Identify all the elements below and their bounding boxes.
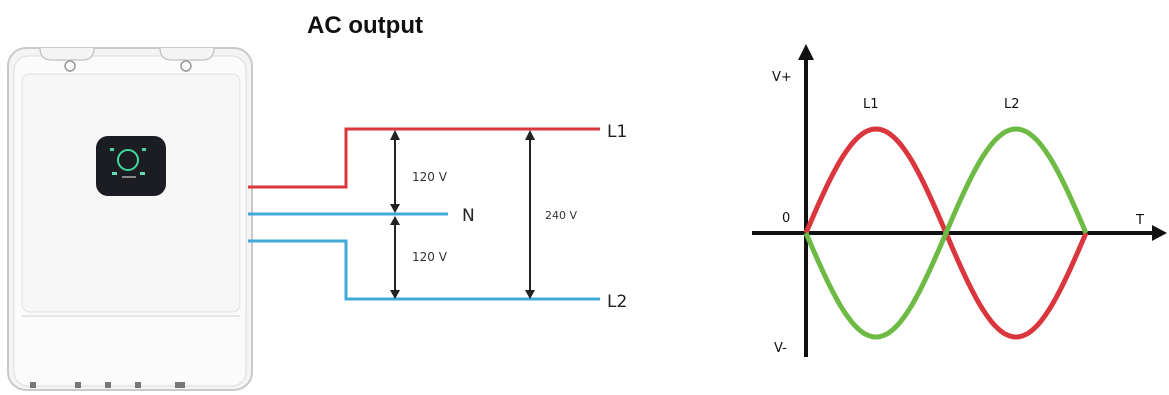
x-axis <box>752 225 1167 241</box>
voltage-l1-n: 120 V <box>412 170 448 184</box>
wiring-svg: L1 N L2 120 V 120 V 240 V <box>7 47 627 391</box>
inverter-unit <box>7 47 253 391</box>
waveform-svg: V+ V- 0 T L1 L2 <box>752 44 1167 357</box>
line1-label: L1 <box>607 122 627 142</box>
mount-hole <box>180 60 192 72</box>
origin-label: 0 <box>782 211 790 226</box>
line2-label: L2 <box>607 292 627 312</box>
arrow-l1-n <box>390 130 400 213</box>
voltage-l1-l2: 240 V <box>545 209 577 222</box>
y-axis <box>798 44 814 357</box>
series-label-l2: L2 <box>1004 97 1020 112</box>
line2-wire <box>248 239 600 301</box>
wiring-diagram: AC output <box>7 12 628 391</box>
bottom-ports <box>30 382 185 388</box>
diagram-title: AC output <box>307 12 423 39</box>
waveform-diagram: V+ V- 0 T L1 L2 <box>700 0 1169 395</box>
x-axis-label: T <box>1135 213 1144 228</box>
waveform-series <box>803 126 1089 340</box>
voltage-n-l2: 120 V <box>412 250 448 264</box>
neutral-label: N <box>462 206 475 226</box>
y-negative-label: V- <box>774 341 787 356</box>
series-label-l1: L1 <box>863 97 879 112</box>
line1-wire <box>248 127 600 189</box>
display-screen <box>96 136 166 196</box>
waveform-line-l2 <box>803 126 1089 340</box>
arrow-n-l2 <box>390 216 400 299</box>
y-positive-label: V+ <box>772 70 792 85</box>
mount-hole <box>64 60 76 72</box>
arrow-l1-l2 <box>525 130 535 299</box>
